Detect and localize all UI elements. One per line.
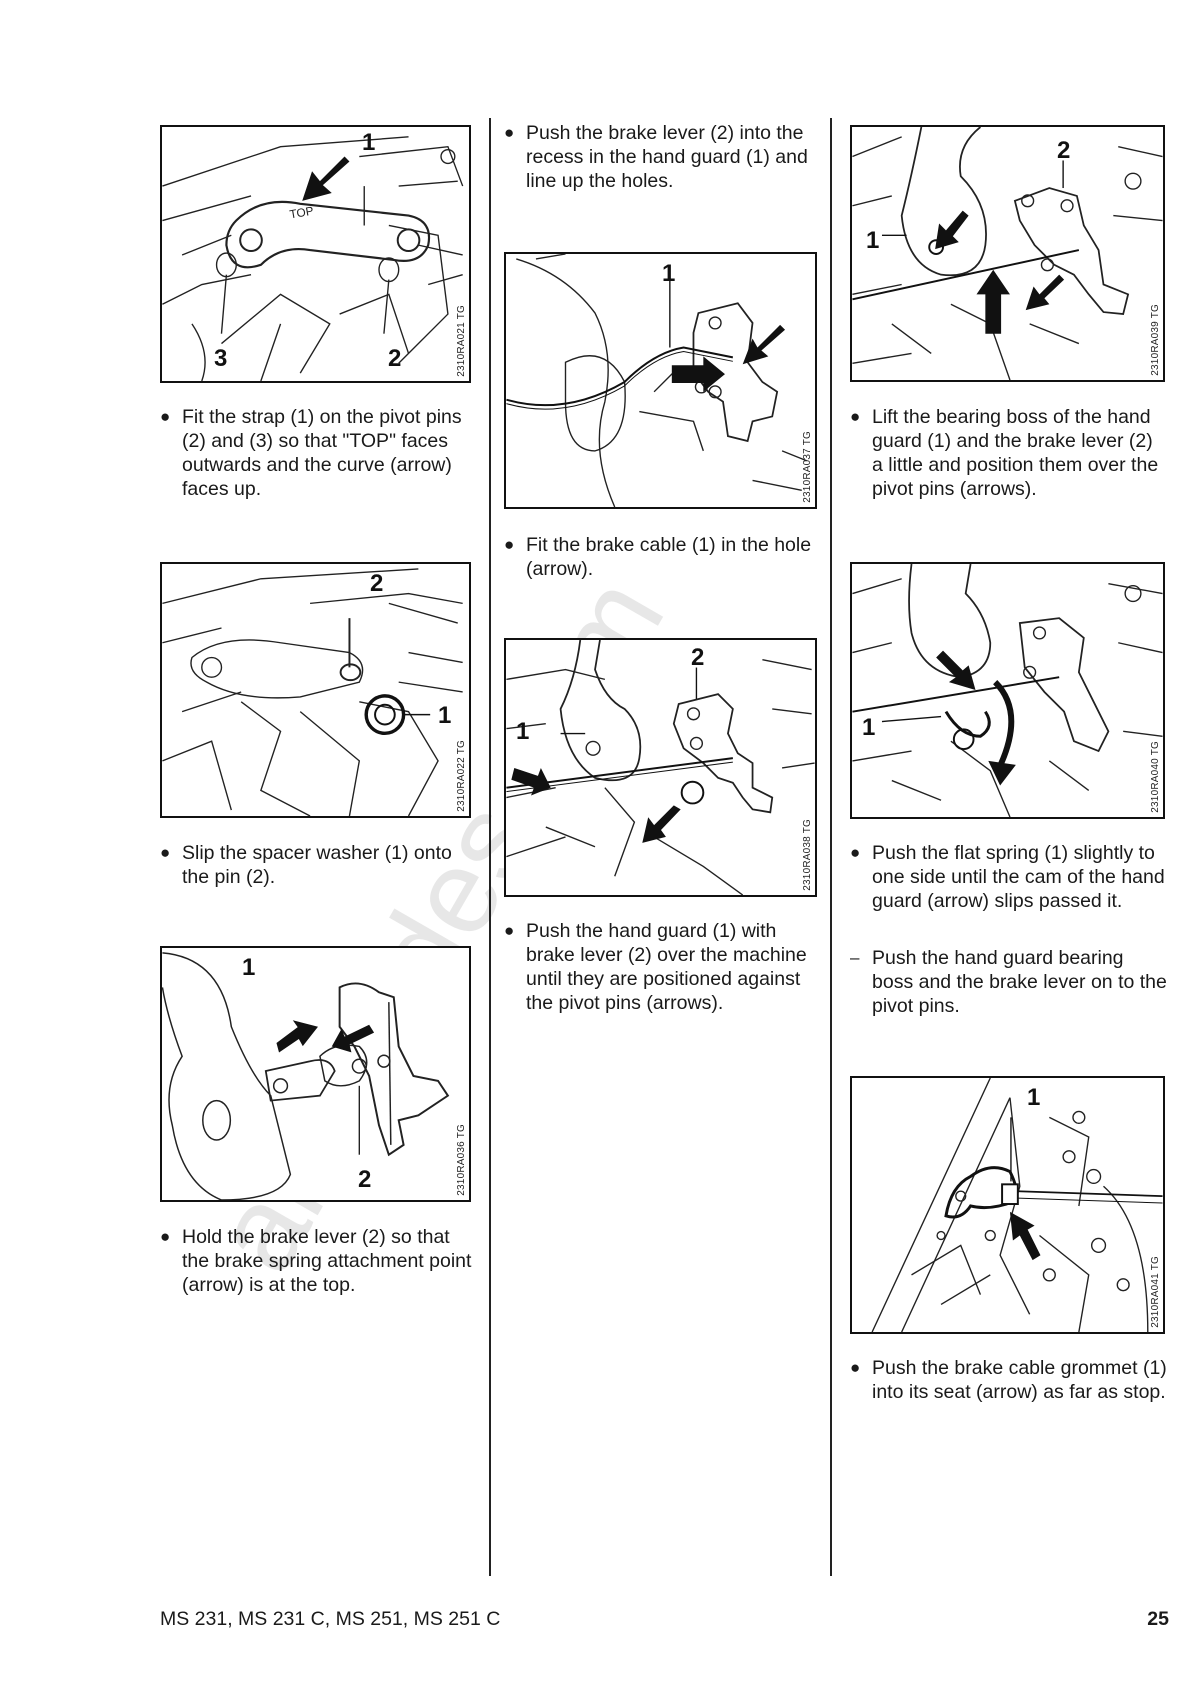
step-push-flat-spring: ● Push the flat spring (1) slightly to o… <box>850 841 1168 913</box>
top-label: TOP <box>288 204 314 222</box>
step-text: Push the hand guard bearing boss and the… <box>872 947 1167 1017</box>
bullet-icon: ● <box>160 407 171 426</box>
step-push-hand-guard: ● Push the hand guard (1) with brake lev… <box>504 919 822 1015</box>
figure-code: 2310RA038 TG <box>802 819 813 891</box>
bullet-icon: ● <box>504 921 515 940</box>
figure-grommet: 1 2310RA041 TG <box>850 1076 1165 1334</box>
step-text: Push the brake cable grommet (1) into it… <box>872 1357 1167 1403</box>
callout-2: 2 <box>691 644 705 671</box>
callout-1: 1 <box>438 702 452 729</box>
column-divider <box>830 118 832 1576</box>
callout-2: 2 <box>1057 137 1071 164</box>
column-divider <box>489 118 491 1576</box>
callout-2: 2 <box>370 570 384 597</box>
step-push-grommet: ● Push the brake cable grommet (1) into … <box>850 1356 1168 1404</box>
step-text: Lift the bearing boss of the hand guard … <box>872 406 1159 500</box>
figure-brake-lever: 1 2 2310RA036 TG <box>160 946 471 1202</box>
bullet-icon: ● <box>160 843 171 862</box>
callout-1: 1 <box>362 129 376 156</box>
bullet-icon: ● <box>850 843 861 862</box>
step-lift-bearing-boss: ● Lift the bearing boss of the hand guar… <box>850 405 1168 501</box>
step-push-brake-lever: ● Push the brake lever (2) into the rece… <box>504 121 822 193</box>
figure-flat-spring-drawing <box>852 564 1163 817</box>
bullet-icon: ● <box>504 123 515 142</box>
step-hold-brake-lever: ● Hold the brake lever (2) so that the b… <box>160 1225 478 1297</box>
figure-brake-cable: 1 2310RA037 TG <box>504 252 817 509</box>
step-spacer-washer: ● Slip the spacer washer (1) onto the pi… <box>160 841 478 889</box>
figure-hand-guard-drawing <box>506 640 815 895</box>
footer-models: MS 231, MS 231 C, MS 251, MS 251 C <box>160 1608 501 1630</box>
bullet-icon: ● <box>504 535 515 554</box>
dash-icon: – <box>850 948 860 967</box>
figure-brake-lever-drawing <box>162 952 450 1200</box>
arrow-icon <box>302 156 350 201</box>
callout-2: 2 <box>358 1166 372 1193</box>
step-text: Push the flat spring (1) slightly to one… <box>872 842 1165 912</box>
figure-code: 2310RA041 TG <box>1150 1256 1161 1328</box>
step-text: Slip the spacer washer (1) onto the pin … <box>182 842 452 888</box>
callout-1: 1 <box>662 260 676 287</box>
callout-1: 1 <box>862 714 876 741</box>
figure-code: 2310RA021 TG <box>456 305 467 377</box>
callout-2: 2 <box>388 345 402 372</box>
bullet-icon: ● <box>160 1227 171 1246</box>
figure-flat-spring: 1 2310RA040 TG <box>850 562 1165 819</box>
figure-bearing-boss-drawing <box>852 127 1163 380</box>
bullet-icon: ● <box>850 1358 861 1377</box>
step-push-bearing-boss: – Push the hand guard bearing boss and t… <box>850 946 1168 1018</box>
step-fit-strap: ● Fit the strap (1) on the pivot pins (2… <box>160 405 478 501</box>
step-text: Fit the brake cable (1) in the hole (arr… <box>526 534 812 580</box>
figure-hand-guard: 2 1 2310RA038 TG <box>504 638 817 897</box>
figure-code: 2310RA040 TG <box>1150 741 1161 813</box>
callout-1: 1 <box>1027 1084 1041 1111</box>
step-fit-brake-cable: ● Fit the brake cable (1) in the hole (a… <box>504 533 822 581</box>
figure-code: 2310RA022 TG <box>456 740 467 812</box>
step-text: Push the brake lever (2) into the recess… <box>526 122 808 192</box>
callout-3: 3 <box>214 345 228 372</box>
callout-1: 1 <box>866 227 880 254</box>
figure-code: 2310RA037 TG <box>802 431 813 503</box>
figure-grommet-drawing <box>871 1078 1163 1332</box>
callout-1: 1 <box>516 718 530 745</box>
figure-code: 2310RA039 TG <box>1150 304 1161 376</box>
figure-strap-drawing: TOP <box>162 136 464 381</box>
figure-brake-cable-drawing <box>506 254 807 507</box>
step-text: Fit the strap (1) on the pivot pins (2) … <box>182 406 462 500</box>
step-text: Hold the brake lever (2) so that the bra… <box>182 1226 472 1296</box>
bullet-icon: ● <box>850 407 861 426</box>
figure-spacer-washer: 2 1 2310RA022 TG <box>160 562 471 818</box>
figure-spacer-drawing <box>162 568 463 816</box>
page-number: 25 <box>1147 1608 1169 1630</box>
figure-bearing-boss: 2 1 2310RA039 TG <box>850 125 1165 382</box>
step-text: Push the hand guard (1) with brake lever… <box>526 920 807 1014</box>
figure-code: 2310RA036 TG <box>456 1124 467 1196</box>
figure-strap: TOP 1 3 2 2310RA021 TG <box>160 125 471 383</box>
callout-1: 1 <box>242 954 256 981</box>
